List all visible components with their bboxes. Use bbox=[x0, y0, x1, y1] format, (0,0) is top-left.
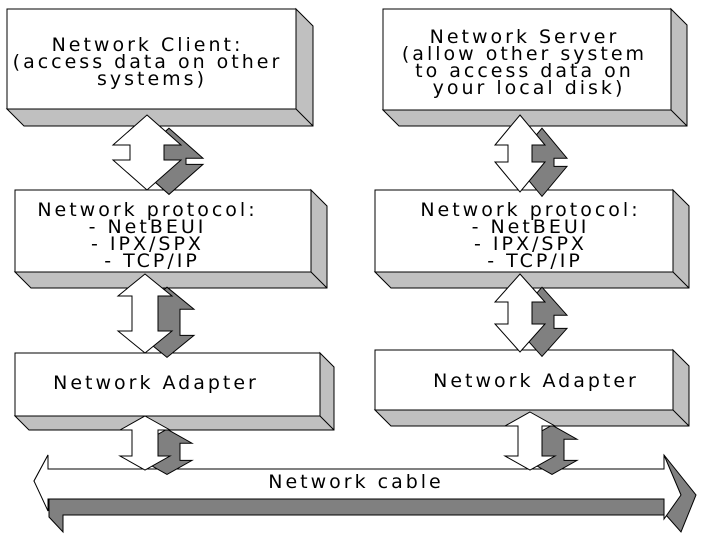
protocol-to-adapter-arrow-right-face bbox=[493, 273, 547, 353]
svg-text:Network Adapter: Network Adapter bbox=[53, 372, 259, 394]
protocol-to-adapter-arrow-right bbox=[493, 273, 569, 358]
adapter-to-cable-arrow-left bbox=[118, 415, 194, 475]
right-adapter-box: Network Adapter bbox=[373, 348, 690, 427]
server-to-protocol-arrow bbox=[493, 114, 569, 198]
adapter-to-cable-arrow-right-face bbox=[503, 411, 557, 471]
network-client-box: Network Client: (access data on other sy… bbox=[5, 7, 314, 127]
connector-arrows bbox=[111, 114, 579, 475]
right-adapter-label: Network Adapter bbox=[433, 370, 639, 392]
left-protocol-line-3: - IPX/SPX bbox=[91, 233, 204, 255]
svg-text:Network Client: (access: Network Client: (access data on other sy… bbox=[13, 34, 292, 90]
protocol-to-adapter-arrow-left-face bbox=[116, 273, 174, 354]
left-adapter-label: Network Adapter bbox=[53, 372, 259, 394]
svg-text:Network cable: Network cable bbox=[268, 471, 444, 493]
protocol-to-adapter-arrow-left bbox=[116, 273, 196, 359]
client-line-1: Network Client: bbox=[52, 34, 244, 56]
server-line-1: Network Server bbox=[430, 26, 620, 48]
left-adapter-box: Network Adapter bbox=[13, 351, 335, 431]
server-line-3: to access data on bbox=[415, 60, 634, 82]
svg-text:Network protocol: - NetB: Network protocol: - NetBEUI - IPX/SPX - … bbox=[37, 199, 266, 272]
server-to-protocol-arrow-face bbox=[493, 114, 547, 193]
network-cable-arrow: Network cable bbox=[33, 453, 697, 534]
svg-text:Network Adapter: Network Adapter bbox=[433, 370, 639, 392]
client-line-2: (access data on other bbox=[13, 51, 283, 73]
client-line-3: systems) bbox=[97, 68, 207, 90]
left-protocol-line-1: Network protocol: bbox=[37, 199, 257, 221]
left-protocol-line-4: - TCP/IP bbox=[104, 250, 200, 272]
network-cable-label: Network cable bbox=[268, 471, 444, 493]
left-protocol-box: Network protocol: - NetBEUI - IPX/SPX - … bbox=[13, 188, 328, 289]
right-protocol-line-2: - NetBEUI bbox=[472, 216, 590, 238]
adapter-to-cable-arrow-right bbox=[503, 411, 579, 475]
right-protocol-line-1: Network protocol: bbox=[420, 199, 640, 221]
network-server-box: Network Server (allow other system to ac… bbox=[381, 7, 688, 127]
svg-text:Network protocol: - NetB: Network protocol: - NetBEUI - IPX/SPX - … bbox=[420, 199, 649, 272]
client-to-protocol-arrow-face bbox=[111, 114, 183, 191]
left-protocol-line-2: - NetBEUI bbox=[89, 216, 207, 238]
right-protocol-line-4: - TCP/IP bbox=[487, 250, 583, 272]
right-protocol-line-3: - IPX/SPX bbox=[474, 233, 587, 255]
svg-text:Network Server (allow ot: Network Server (allow other system to ac… bbox=[402, 26, 656, 99]
adapter-to-cable-arrow-left-face bbox=[118, 415, 172, 471]
right-protocol-box: Network protocol: - NetBEUI - IPX/SPX - … bbox=[373, 188, 690, 289]
server-line-2: (allow other system bbox=[402, 43, 647, 65]
client-to-protocol-arrow bbox=[111, 114, 205, 196]
server-line-4: your local disk) bbox=[433, 77, 626, 99]
